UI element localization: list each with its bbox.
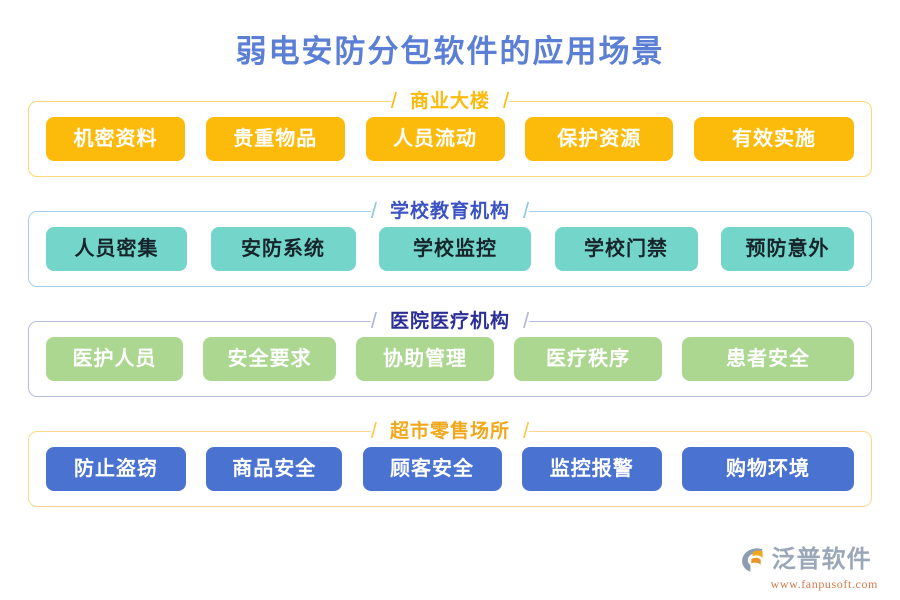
section-title-retail: 超市零售场所	[389, 420, 511, 442]
slash-right-icon: /	[503, 88, 510, 113]
section-heading-notch	[390, 98, 510, 104]
slash-left-icon: /	[370, 198, 377, 223]
section-title-commercial: 商业大楼	[409, 90, 491, 112]
tag-item[interactable]: 患者安全	[682, 337, 854, 381]
tag-item[interactable]: 贵重物品	[205, 117, 345, 161]
brand-name: 泛普软件	[771, 547, 872, 573]
tag-item[interactable]: 学校门禁	[554, 227, 698, 271]
tag-item[interactable]: 购物环境	[682, 447, 854, 491]
slash-left-icon: /	[390, 88, 397, 113]
tag-item[interactable]: 协助管理	[356, 337, 494, 381]
tag-item[interactable]: 安全要求	[203, 337, 336, 381]
tag-item[interactable]: 顾客安全	[362, 447, 502, 491]
slash-right-icon: /	[523, 308, 530, 333]
tag-item[interactable]: 监控报警	[521, 447, 662, 491]
section-title-hospital: 医院医疗机构	[389, 310, 511, 332]
tag-row-retail: 防止盗窃 商品安全 顾客安全 监控报警 购物环境	[28, 447, 872, 491]
section-school: / 学校教育机构 / 人员密集 安防系统 学校监控 学校门禁 预防意外	[28, 199, 872, 287]
section-heading-school: / 学校教育机构 /	[358, 200, 542, 222]
tag-item[interactable]: 保护资源	[525, 117, 674, 161]
section-title-school: 学校教育机构	[389, 200, 511, 222]
tag-item[interactable]: 预防意外	[721, 227, 854, 271]
slash-left-icon: /	[370, 308, 377, 333]
tag-item[interactable]: 人员密集	[46, 227, 187, 271]
sections-container: / 商业大楼 / 机密资料 贵重物品 人员流动 保护资源 有效实施 / 学校教育…	[0, 89, 900, 507]
section-heading-notch	[370, 208, 530, 214]
tag-item[interactable]: 医疗秩序	[514, 337, 662, 381]
slash-left-icon: /	[370, 418, 377, 443]
tag-item[interactable]: 人员流动	[365, 117, 505, 161]
tag-item[interactable]: 医护人员	[46, 337, 183, 381]
section-heading-commercial: / 商业大楼 /	[378, 90, 522, 112]
brand-logo-row: 泛普软件	[738, 545, 872, 575]
tag-item[interactable]: 安防系统	[210, 227, 356, 271]
slash-right-icon: /	[523, 198, 530, 223]
section-heading-hospital: / 医院医疗机构 /	[358, 310, 542, 332]
section-retail: / 超市零售场所 / 防止盗窃 商品安全 顾客安全 监控报警 购物环境	[28, 419, 872, 507]
brand-url: www.fanpusoft.com	[770, 577, 878, 591]
tag-row-commercial: 机密资料 贵重物品 人员流动 保护资源 有效实施	[28, 117, 872, 161]
tag-item[interactable]: 有效实施	[694, 117, 854, 161]
slash-right-icon: /	[523, 418, 530, 443]
section-heading-notch	[370, 428, 530, 434]
section-hospital: / 医院医疗机构 / 医护人员 安全要求 协助管理 医疗秩序 患者安全	[28, 309, 872, 397]
tag-item[interactable]: 学校监控	[379, 227, 531, 271]
section-heading-notch	[370, 318, 530, 324]
tag-item[interactable]: 防止盗窃	[46, 447, 186, 491]
section-commercial: / 商业大楼 / 机密资料 贵重物品 人员流动 保护资源 有效实施	[28, 89, 872, 177]
section-heading-retail: / 超市零售场所 /	[358, 420, 542, 442]
tag-item[interactable]: 机密资料	[46, 117, 185, 161]
fanpu-swoosh-logo-icon	[738, 545, 768, 575]
tag-item[interactable]: 商品安全	[206, 447, 343, 491]
page-title: 弱电安防分包软件的应用场景	[235, 34, 665, 69]
tag-row-school: 人员密集 安防系统 学校监控 学校门禁 预防意外	[28, 227, 872, 271]
tag-row-hospital: 医护人员 安全要求 协助管理 医疗秩序 患者安全	[28, 337, 872, 381]
brand-watermark: 泛普软件 www.fanpusoft.com	[738, 545, 878, 592]
